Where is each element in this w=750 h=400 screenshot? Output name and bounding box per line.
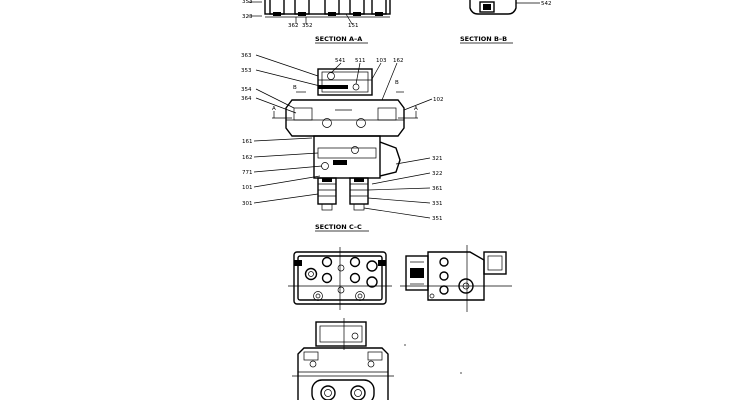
label-542: 542: [541, 1, 552, 7]
label-511: 511: [355, 58, 366, 64]
label-362: 362: [288, 23, 299, 29]
label-352: 352: [302, 23, 313, 29]
section-b-b-view: [469, 0, 540, 15]
label-102: 102: [433, 97, 444, 103]
label-162-bottom: 162: [242, 155, 253, 161]
marker-a-right: A: [414, 106, 418, 112]
marker-a-left: A: [272, 106, 276, 112]
section-a-a-view: [248, 0, 391, 25]
label-151: 151: [348, 23, 359, 29]
section-a-a-title: SECTION A–A: [315, 35, 362, 43]
label-771: 771: [242, 170, 253, 176]
label-541: 541: [335, 58, 346, 64]
section-b-b-title: SECTION B–B: [460, 35, 507, 43]
label-301: 301: [242, 201, 253, 207]
marker-b-right: B: [395, 80, 399, 86]
label-363: 363: [241, 53, 252, 59]
valve-top-view: [288, 247, 392, 310]
label-322: 322: [432, 171, 443, 177]
label-361: 361: [432, 186, 443, 192]
label-323: 323: [242, 14, 253, 20]
label-364: 364: [241, 96, 252, 102]
reference-ticks: [404, 344, 462, 374]
label-353-top: 353: [242, 0, 253, 5]
label-162-top: 162: [393, 58, 404, 64]
label-354: 354: [241, 87, 252, 93]
leader-lines-c-c: [253, 54, 433, 219]
label-353: 353: [241, 68, 252, 74]
label-331: 331: [432, 201, 443, 207]
marker-b-left: B: [293, 85, 297, 91]
label-351: 351: [432, 216, 443, 222]
section-c-c-title: SECTION C–C: [315, 223, 362, 231]
label-103: 103: [376, 58, 387, 64]
label-101: 101: [242, 185, 253, 191]
section-c-c-view: [272, 68, 418, 211]
valve-side-view: [400, 245, 512, 312]
valve-front-view: [292, 318, 394, 400]
label-321: 321: [432, 156, 443, 162]
label-161: 161: [242, 139, 253, 145]
